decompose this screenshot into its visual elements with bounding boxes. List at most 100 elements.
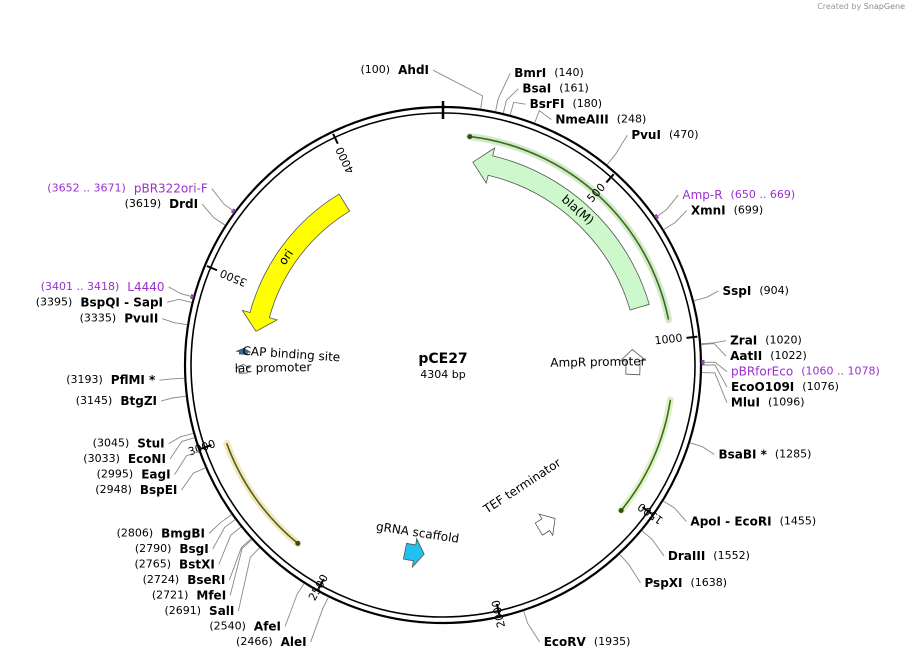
site-position: (3033) <box>83 452 120 465</box>
site-mfei[interactable]: (2721)MfeI <box>152 539 253 602</box>
site-name: BsgI <box>179 542 208 556</box>
site-text: (3033)EcoNI <box>83 452 166 466</box>
site-btgzi[interactable]: (3145)BtgZI <box>76 394 186 408</box>
site-name: AleI <box>281 635 307 649</box>
orf-arc[interactable] <box>469 135 670 320</box>
primer-amp-r[interactable]: Amp-R(650 .. 669) <box>653 187 795 220</box>
site-position: (2721) <box>152 589 189 602</box>
site-pvui[interactable]: PvuI(470) <box>606 128 699 165</box>
site-econi[interactable]: (3033)EcoNI <box>83 437 195 466</box>
site-bsabi-[interactable]: BsaBI *(1285) <box>689 442 811 461</box>
site-name: BsaI <box>522 81 551 95</box>
site-position: (1638) <box>691 576 728 589</box>
orf-arc[interactable] <box>620 399 672 512</box>
site-text: (2691)SalI <box>164 604 234 618</box>
feature-shape[interactable] <box>402 537 425 569</box>
site-position: (2948) <box>95 483 132 496</box>
feature-bla-m-[interactable]: bla(M) <box>472 147 650 311</box>
feature-shape[interactable] <box>472 147 650 311</box>
primer-pbrforeco[interactable]: pBRforEco(1060 .. 1078) <box>701 360 880 378</box>
site-name: MluI <box>731 395 760 409</box>
site-zrai[interactable]: ZraI(1020) <box>701 333 802 347</box>
tick-mark <box>317 578 325 590</box>
site-pflmi-[interactable]: (3193)PflMI * <box>66 373 185 387</box>
feature-shape[interactable] <box>619 348 647 376</box>
site-name: SspI <box>722 283 751 297</box>
site-drdi[interactable]: (3619)DrdI <box>125 197 226 226</box>
site-position: (3335) <box>80 312 117 325</box>
site-layer: (100)AhdI (3652 .. 3671)pBR322ori-F(3619)… <box>36 63 880 649</box>
site-text: (3619)DrdI <box>125 197 199 211</box>
feature-label: AmpR promoter <box>550 354 646 370</box>
site-sali[interactable]: (2691)SalI <box>164 547 260 618</box>
site-position: (140) <box>554 66 584 79</box>
site-bseri[interactable]: (2724)BseRI <box>143 538 252 587</box>
feature-shape[interactable] <box>236 347 251 355</box>
site-name: PvuII <box>124 311 158 325</box>
site-leader <box>606 134 628 165</box>
site-text: BsaI (161) <box>522 81 588 95</box>
site-eagi[interactable]: (2995)EagI <box>97 450 199 481</box>
site-ahdi[interactable]: (100)AhdI <box>361 63 484 109</box>
site-position: (248) <box>617 113 647 126</box>
site-text: ApoI - EcoRI(1455) <box>690 514 816 528</box>
site-pvuii[interactable]: (3335) PvuII <box>80 311 188 326</box>
site-name: EcoO109I <box>731 380 794 394</box>
primer-l4440[interactable]: (3401 .. 3418)L4440 <box>41 279 195 300</box>
orf-layer <box>223 133 674 547</box>
site-name: AatII <box>730 349 762 363</box>
site-apoi-ecori[interactable]: ApoI - EcoRI(1455) <box>663 500 816 528</box>
site-bstxi[interactable]: (2765)BstXI <box>134 526 242 571</box>
site-name: PflMI * <box>111 373 156 387</box>
feature-shape[interactable] <box>235 363 251 374</box>
feature-shape[interactable] <box>241 193 351 332</box>
site-bsgi[interactable]: (2790)BsgI <box>135 519 236 556</box>
snapgene-watermark: Created by SnapGene <box>817 2 905 11</box>
feature-lac-promoter[interactable]: lac promoter <box>235 360 312 375</box>
site-draiii[interactable]: DraIII(1552) <box>641 530 750 562</box>
feature-cap-binding-site[interactable]: CAP binding site <box>236 344 341 365</box>
site-bsai[interactable]: BsaI (161) <box>502 81 589 114</box>
site-leader <box>218 526 242 565</box>
site-stui[interactable]: (3045)StuI <box>93 432 194 450</box>
site-name: PspXI <box>644 575 682 589</box>
site-bspqi-sapi[interactable]: (3395)BspQI - SapI <box>36 295 192 309</box>
primer-pbr322ori-f[interactable]: (3652 .. 3671)pBR322ori-F <box>47 181 237 214</box>
site-position: (1552) <box>713 549 750 562</box>
feature-grna-scaffold[interactable]: gRNA scaffold <box>375 519 460 569</box>
site-leader <box>169 437 195 460</box>
site-afei[interactable]: (2540)AfeI <box>209 583 305 633</box>
site-bspei[interactable]: (2948)BspEI <box>95 467 206 497</box>
site-bmri[interactable]: BmrI(140) <box>495 66 584 112</box>
tick-label: 3500 <box>218 266 249 289</box>
site-alei[interactable]: (2466)AleI <box>236 597 329 649</box>
site-ecoo109i[interactable]: EcoO109I(1076) <box>702 364 839 394</box>
feature-ori[interactable]: ori <box>241 193 351 332</box>
site-name: BsrFI <box>530 97 565 111</box>
site-mlui[interactable]: MluI(1096) <box>701 372 805 410</box>
site-nmeaiii[interactable]: NmeAIII (248) <box>534 109 647 127</box>
site-bmgbi[interactable]: (2806)BmgBI <box>117 514 232 540</box>
site-ecorv[interactable]: EcoRV(1935) <box>523 610 631 649</box>
site-name: BtgZI <box>120 394 157 408</box>
primer-name: Amp-R <box>682 187 722 201</box>
site-pspxi[interactable]: PspXI (1638) <box>619 554 728 589</box>
site-sspi[interactable]: SspI(904) <box>693 283 789 302</box>
site-text: XmnI(699) <box>691 203 763 217</box>
feature-tef-terminator[interactable]: TEF terminator <box>480 456 563 537</box>
site-leader <box>655 194 679 218</box>
site-aatii[interactable]: AatII (1022) <box>701 343 807 363</box>
site-xmni[interactable]: XmnI(699) <box>663 203 763 230</box>
site-position: (1022) <box>770 349 807 362</box>
site-bsrfi[interactable]: BsrFI(180) <box>509 97 602 116</box>
feature-label: TEF terminator <box>480 456 563 517</box>
site-leader <box>160 395 186 402</box>
site-leader <box>310 597 329 643</box>
site-name: NmeAIII <box>555 112 608 126</box>
feature-shape[interactable] <box>534 513 556 537</box>
site-position: (161) <box>559 82 589 95</box>
feature-ampr-promoter[interactable]: AmpR promoter <box>550 348 647 376</box>
orf-arc[interactable] <box>225 443 299 545</box>
